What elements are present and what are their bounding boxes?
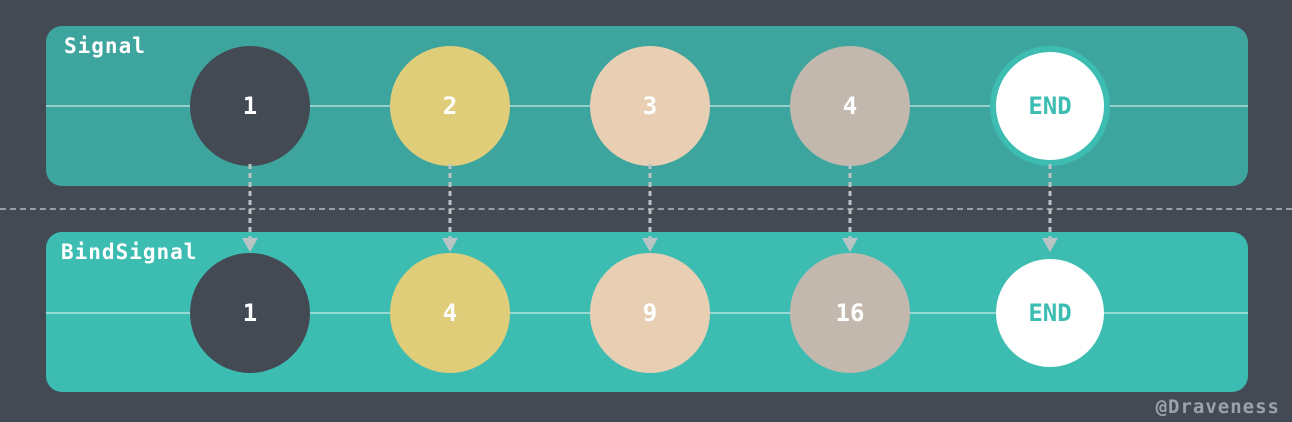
map-arrow-4 (842, 164, 858, 252)
signal-node-3: 3 (590, 46, 710, 166)
signal-panel-label: Signal (64, 34, 146, 58)
bind-signal-node-4: 4 (390, 253, 510, 373)
signal-node-2: 2 (390, 46, 510, 166)
signal-node-4: 4 (790, 46, 910, 166)
bind-signal-node-end: END (996, 259, 1104, 367)
bind-signal-node-9: 9 (590, 253, 710, 373)
map-arrow-3 (642, 164, 658, 252)
divider-line (0, 208, 1292, 210)
map-arrow-2 (442, 164, 458, 252)
signal-node-1: 1 (190, 46, 310, 166)
signal-node-end: END (990, 46, 1110, 166)
bind-signal-node-1: 1 (190, 253, 310, 373)
bind-signal-panel-label: BindSignal (61, 240, 198, 264)
map-arrow-end (1042, 164, 1058, 252)
map-arrow-1 (242, 164, 258, 252)
author-watermark: @Draveness (1155, 396, 1280, 418)
bind-signal-node-16: 16 (790, 253, 910, 373)
